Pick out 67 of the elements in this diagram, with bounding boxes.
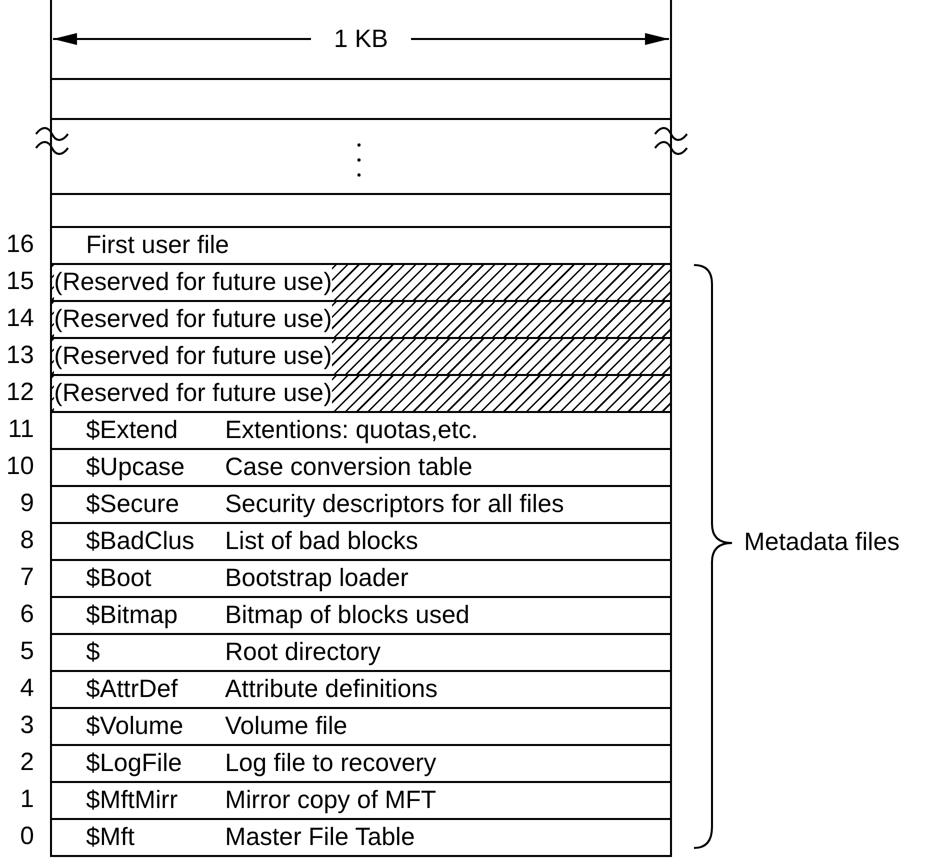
table-row: [50, 485, 672, 524]
record-number: 14: [5, 303, 34, 334]
file-description: Master File Table: [225, 822, 415, 853]
table-row: [50, 78, 672, 120]
table-row: [50, 744, 672, 783]
file-description: Attribute definitions: [225, 674, 438, 705]
file-name: $Bitmap: [86, 600, 178, 631]
record-number: 0: [19, 821, 34, 852]
file-description: Mirror copy of MFT: [225, 785, 436, 816]
file-name: $BadClus: [86, 526, 194, 557]
file-description: Log file to recovery: [225, 748, 436, 779]
table-row: [50, 633, 672, 672]
table-row: [50, 226, 672, 265]
file-description: Extentions: quotas,etc.: [225, 415, 478, 446]
file-name: $Mft: [86, 822, 135, 853]
record-number: 7: [19, 562, 34, 593]
record-number: 16: [5, 229, 34, 260]
record-number: 8: [19, 525, 34, 556]
table-row: [50, 670, 672, 709]
reserved-label: (Reserved for future use): [54, 376, 332, 411]
file-name: $: [86, 637, 100, 668]
file-description: Security descriptors for all files: [225, 489, 564, 520]
file-name: $AttrDef: [86, 674, 178, 705]
table-row: [50, 193, 672, 228]
file-name: $LogFile: [86, 748, 182, 779]
table-row: [50, 522, 672, 561]
file-description: Bootstrap loader: [225, 563, 408, 594]
record-number: 5: [19, 636, 34, 667]
table-row: [50, 448, 672, 487]
table-row: [50, 781, 672, 820]
hatched-table-row: [50, 374, 672, 413]
hatched-table-row: [50, 337, 672, 376]
reserved-label: (Reserved for future use): [54, 339, 332, 374]
file-description: Root directory: [225, 637, 381, 668]
file-description: Case conversion table: [225, 452, 472, 483]
record-number: 4: [19, 673, 34, 704]
table-row: [50, 118, 672, 195]
file-name: $Volume: [86, 711, 184, 742]
record-number: 3: [19, 710, 34, 741]
table-row: [50, 559, 672, 598]
file-name: $Extend: [86, 415, 178, 446]
record-number: 6: [19, 599, 34, 630]
table-row: [50, 818, 672, 857]
file-name: $Secure: [86, 489, 180, 520]
record-number: 12: [5, 377, 34, 408]
record-number: 15: [5, 266, 34, 297]
record-number: 10: [5, 451, 34, 482]
file-description: List of bad blocks: [225, 526, 418, 557]
table-row: [50, 411, 672, 450]
file-description: Bitmap of blocks used: [225, 600, 470, 631]
file-description: Volume file: [225, 711, 348, 742]
brace-label: Metadata files: [744, 527, 900, 558]
record-number: 2: [19, 747, 34, 778]
file-name: $Boot: [86, 563, 152, 594]
reserved-label: (Reserved for future use): [54, 302, 332, 337]
file-name: $Upcase: [86, 452, 185, 483]
hatched-table-row: [50, 263, 672, 302]
file-name: $MftMirr: [86, 785, 178, 816]
reserved-label: (Reserved for future use): [54, 265, 332, 300]
record-number: 9: [19, 488, 34, 519]
record-number: 13: [5, 340, 34, 371]
table-row: [50, 596, 672, 635]
record-number: 1: [19, 784, 34, 815]
hatched-table-row: [50, 300, 672, 339]
record-number: 11: [7, 414, 34, 445]
table-row: [50, 707, 672, 746]
row-label: First user file: [86, 230, 230, 261]
